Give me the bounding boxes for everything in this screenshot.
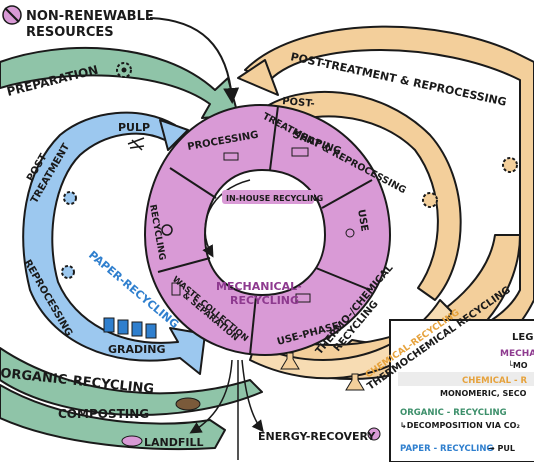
mechanical-recycling-label-2: RECYCLING <box>230 294 299 307</box>
purple-divider <box>249 295 257 356</box>
in-house-recycling-label: IN-HOUSE RECYCLING <box>226 194 323 203</box>
title-line1: NON-RENEWABLE <box>26 9 154 24</box>
purple-divider <box>269 105 279 171</box>
bin-icon <box>171 282 181 296</box>
orange-outer-arrowhead <box>237 59 279 96</box>
use-icon <box>345 228 355 238</box>
green-composting-band <box>0 384 226 451</box>
compost-icon <box>175 397 201 411</box>
landfill-icon <box>121 435 143 447</box>
resources-arrow <box>149 17 240 104</box>
gear-icon <box>422 192 438 208</box>
title-line2: RESOURCES <box>26 25 114 40</box>
purple-divider <box>321 179 373 209</box>
recycle-icon <box>161 224 173 236</box>
non-renewable-icon <box>2 5 22 25</box>
in-house-arrow <box>202 179 251 258</box>
legend-paper-sub: → PUL <box>488 444 515 453</box>
purple-ring <box>144 104 391 356</box>
blue-loop <box>22 111 206 375</box>
energy-arrow <box>241 359 264 433</box>
legend-organic: ORGANIC - RECYCLING <box>400 408 507 418</box>
mechanical-recycling-label-1: MECHANICAL- <box>216 280 302 293</box>
flask-icon <box>280 352 300 370</box>
gear-icon <box>116 62 132 78</box>
composting-label: COMPOSTING <box>58 407 149 421</box>
post-treatment-inner-label-1: POST- <box>282 96 315 110</box>
green-loop <box>0 47 263 451</box>
shaping-icon <box>291 147 309 157</box>
blue-top-arrowhead <box>159 119 189 151</box>
bins-icon <box>103 317 157 339</box>
purple-divider <box>169 167 217 199</box>
orange-inner-band <box>257 90 462 301</box>
purple-divider <box>315 267 371 291</box>
fiber-icon <box>127 137 145 151</box>
purple-divider <box>157 257 211 273</box>
legend-organic-sub: ↳DECOMPOSITION VIA CO₂ <box>400 421 520 430</box>
landfill-arrow <box>189 359 233 434</box>
gear-icon <box>61 265 75 279</box>
use-phase-icon <box>295 293 311 303</box>
in-house-label-bg <box>222 190 314 204</box>
purple-loop <box>144 104 391 356</box>
grading-label: GRADING <box>108 343 165 356</box>
pulp-label: PULP <box>118 121 150 134</box>
legend-mech: MECHA <box>500 349 534 359</box>
green-organic-band <box>0 347 263 416</box>
flask-icon <box>345 373 365 391</box>
legend-chem-sub: MONOMERIC, SECO <box>440 389 527 398</box>
tools-icon <box>223 152 239 161</box>
landfill-label: LANDFILL <box>144 436 204 449</box>
energy-icon <box>367 427 381 441</box>
blue-loop-band <box>22 111 206 375</box>
gear-icon <box>502 157 518 173</box>
legend-mech-sub: └MO <box>508 360 528 370</box>
legend-title: LEG <box>512 332 533 343</box>
legend-paper: PAPER - RECYCLING <box>400 444 493 454</box>
energy-recovery-label: ENERGY-RECOVERY <box>258 430 376 443</box>
legend-box <box>389 319 534 462</box>
legend-chem: CHEMICAL - R <box>462 376 527 386</box>
gear-icon <box>63 191 77 205</box>
use-label: USE <box>355 209 370 233</box>
